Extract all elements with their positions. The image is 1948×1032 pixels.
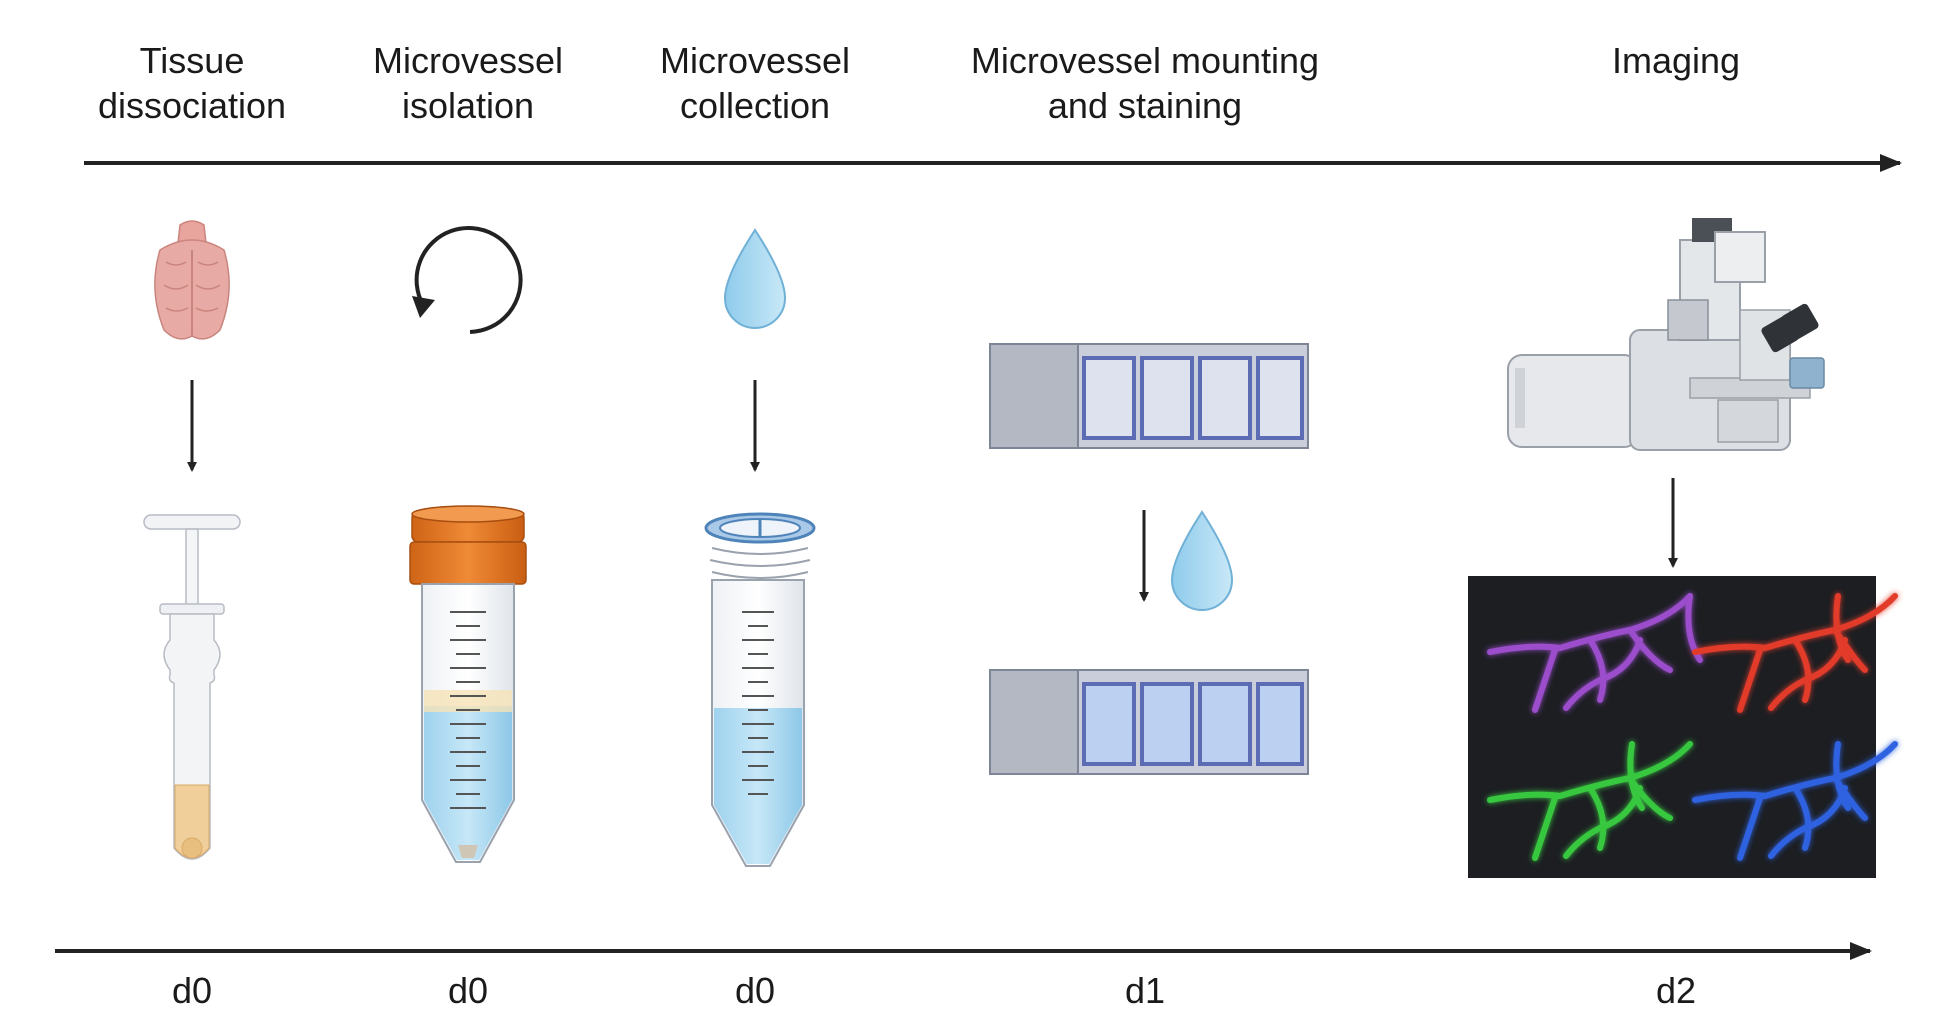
stage-title-microvessel-collection: Microvessel collection <box>660 38 850 128</box>
dounce-homogenizer-icon <box>143 514 241 860</box>
stage-title-line1: Microvessel <box>659 40 851 81</box>
droplet-icon <box>723 228 787 329</box>
vessel-green <box>1487 741 1693 861</box>
vessel-red <box>1692 593 1898 713</box>
vessel-purple <box>1487 593 1703 713</box>
stained-vessels-image <box>1468 576 1898 878</box>
day-label-stage-5: d2 <box>1655 970 1697 1011</box>
brain-icon <box>154 220 230 340</box>
stage-title-line2: collection <box>679 85 831 126</box>
strainer-tube-icon <box>704 512 816 867</box>
stage-title-line1: Microvessel mounting <box>970 40 1320 81</box>
stage-title-microvessel-isolation: Microvessel isolation <box>373 38 563 128</box>
day-label-stage-4: d1 <box>1124 970 1166 1011</box>
stage-title-line2: isolation <box>401 85 535 126</box>
chamber-slide-icon <box>989 669 1309 775</box>
stage-title-mounting-staining: Microvessel mounting and staining <box>971 38 1319 128</box>
stage-title-line1: Imaging <box>1611 40 1741 81</box>
stage-title-line2: dissociation <box>97 85 287 126</box>
vessel-blue <box>1692 741 1898 861</box>
stage-title-line1: Tissue <box>139 40 245 81</box>
day-label-stage-1: d0 <box>171 970 213 1011</box>
chamber-slide-icon <box>989 343 1309 449</box>
tube-graduations <box>742 611 774 795</box>
rotation-icon <box>412 226 523 334</box>
stage-title-tissue-dissociation: Tissue dissociation <box>98 38 286 128</box>
tube-graduations <box>450 611 486 809</box>
droplet-icon <box>1170 510 1234 611</box>
day-label-stage-3: d0 <box>734 970 776 1011</box>
stage-title-imaging: Imaging <box>1612 38 1740 83</box>
day-label-stage-2: d0 <box>447 970 489 1011</box>
conical-tube-icon <box>409 505 527 863</box>
microscope-icon <box>1507 218 1825 451</box>
stage-title-line1: Microvessel <box>372 40 564 81</box>
stage-title-line2: and staining <box>1047 85 1243 126</box>
